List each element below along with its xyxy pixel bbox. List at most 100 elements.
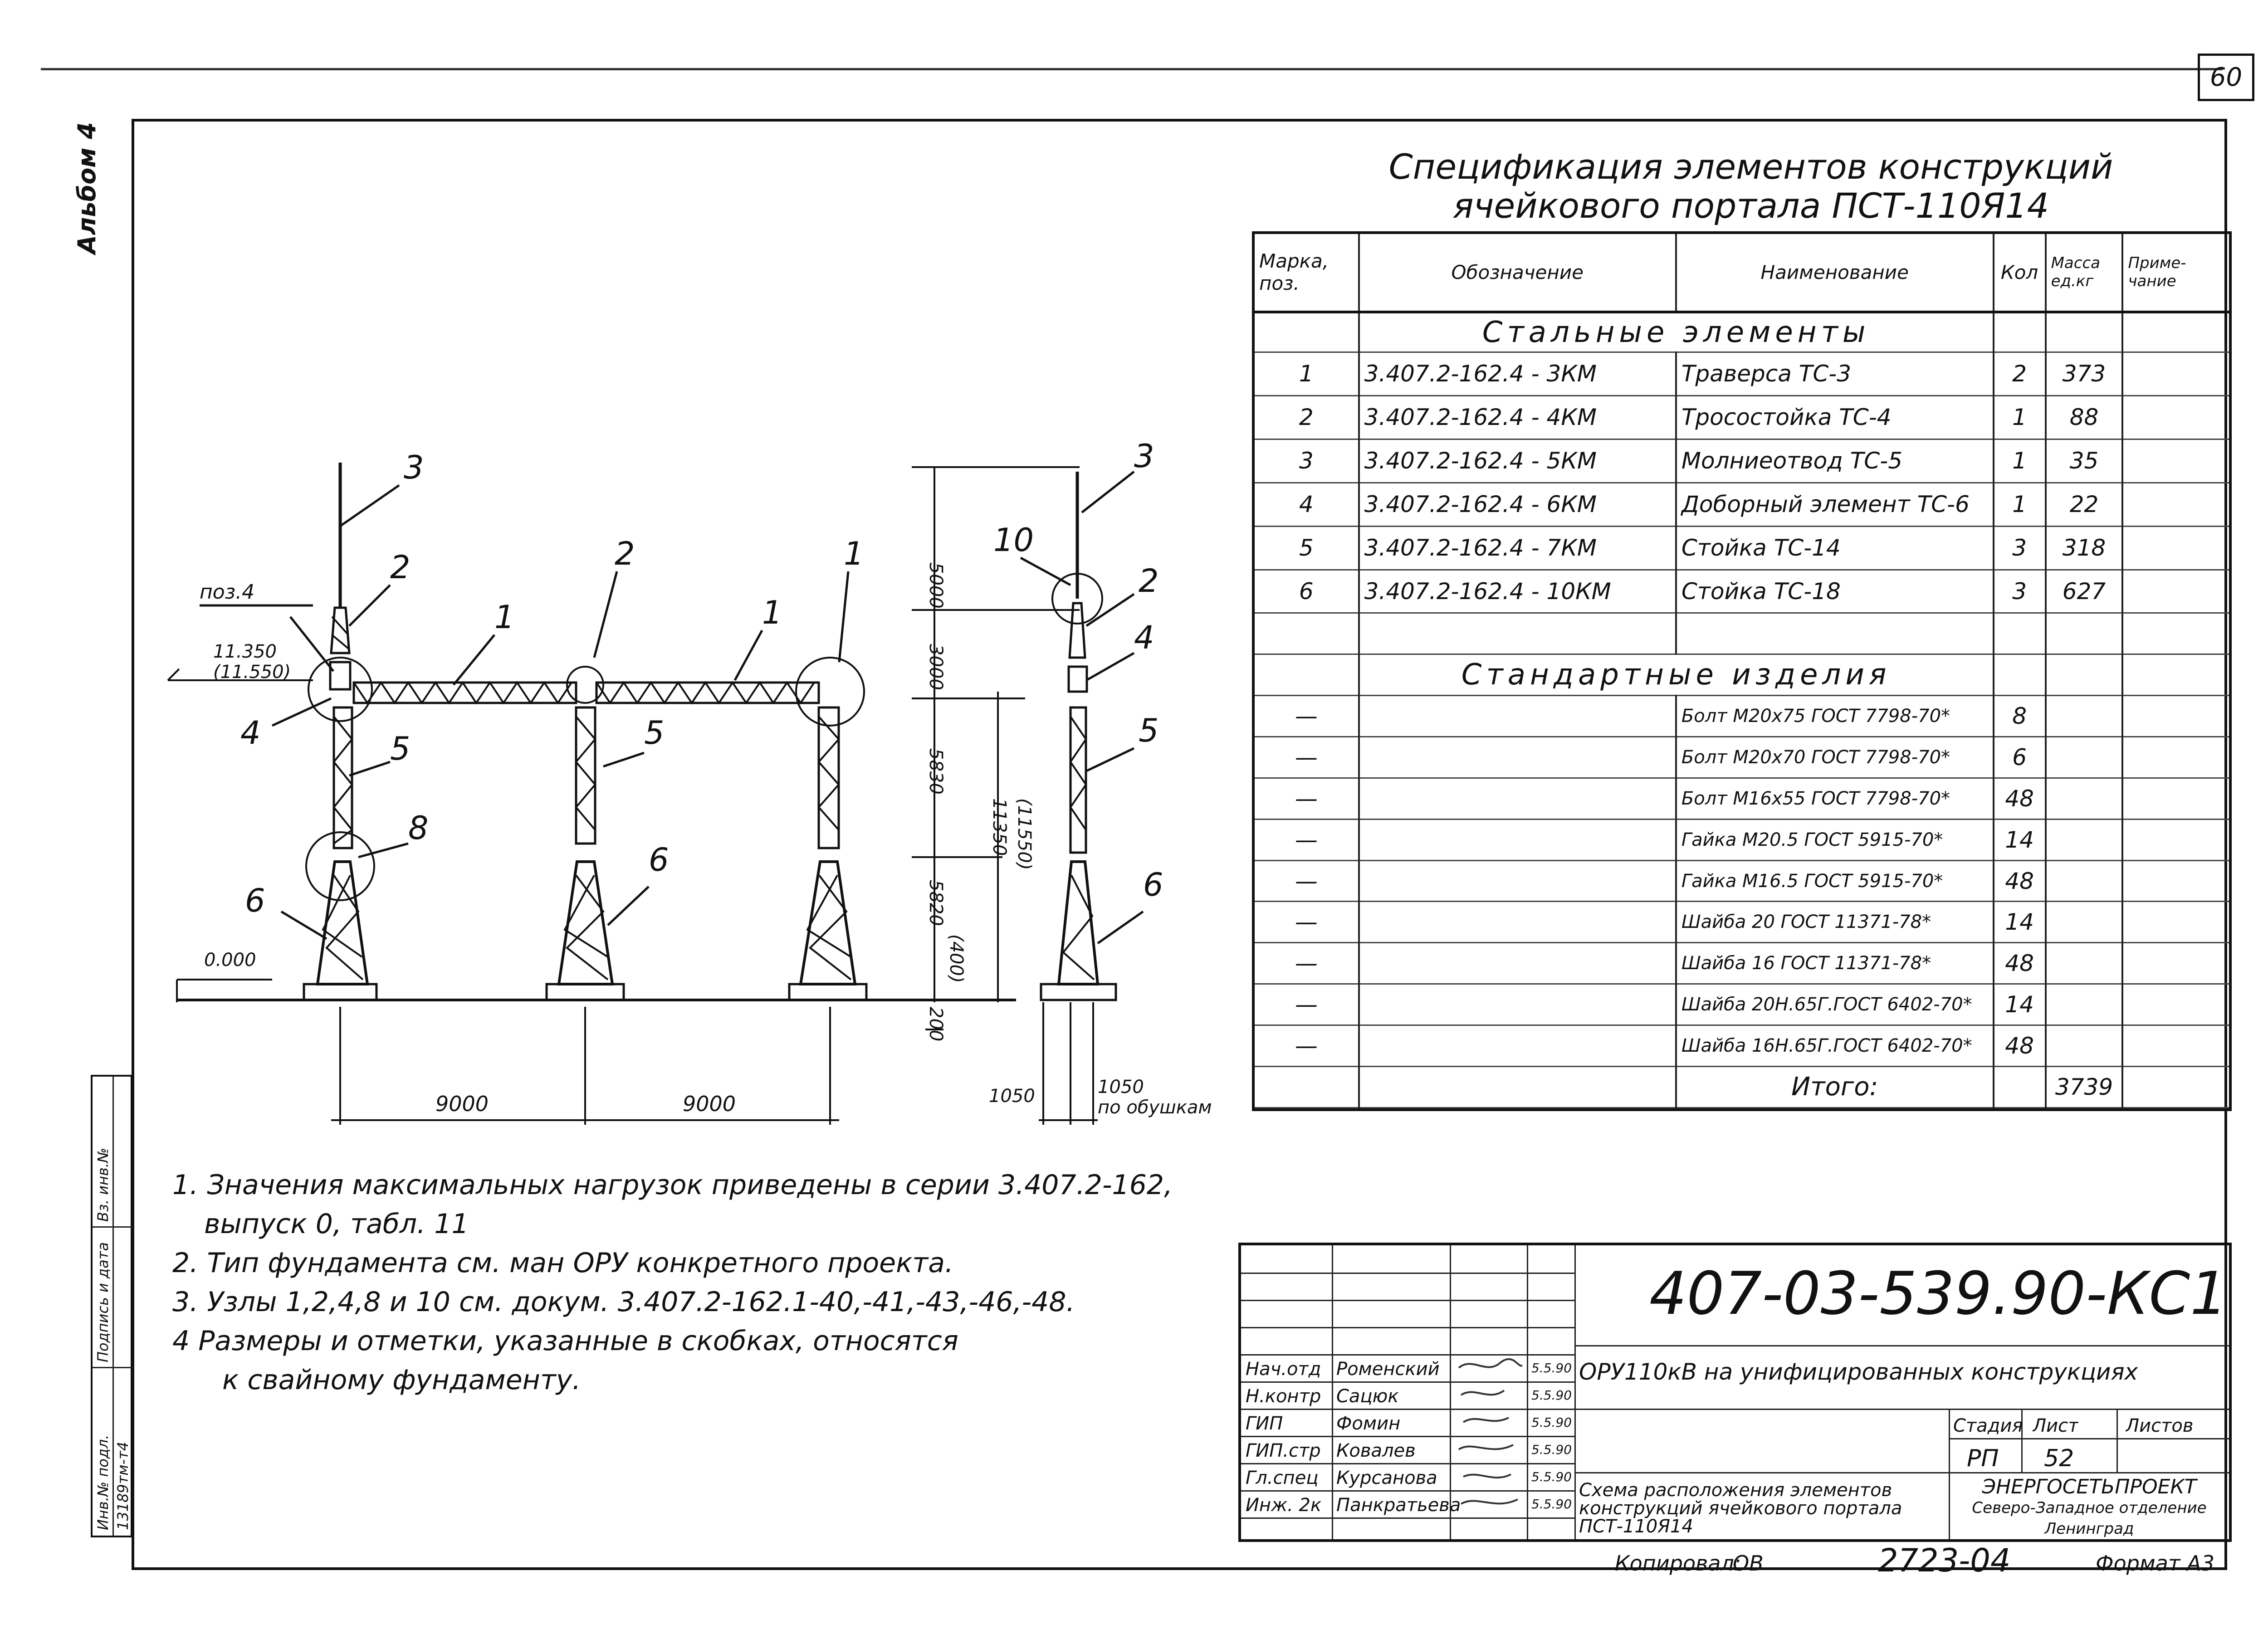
standard-row: —Болт М20х75 ГОСТ 7798-70*8 <box>1255 695 2229 737</box>
copied-signature: ОВ <box>1733 1551 1764 1575</box>
top-rule <box>41 68 2223 70</box>
doc-number: 407-03-539.90-КС1 <box>1649 1259 2228 1328</box>
header-note: Приме-чание <box>2121 234 2229 313</box>
standard-row: —Шайба 16Н.65Г.ГОСТ 6402-70*48 <box>1255 1025 2229 1067</box>
dim-5820: 5820 <box>925 880 946 926</box>
dim-9000-right: 9000 <box>683 1092 736 1116</box>
callout-2-right: 2 <box>1139 562 1159 600</box>
header-mass: Масса ед.кг <box>2044 234 2123 313</box>
staff-name: Роменский <box>1336 1359 1440 1380</box>
header-qty: Кол <box>1992 234 2046 313</box>
header-code: Обозначение <box>1358 234 1676 313</box>
standard-row: —Гайка М20.5 ГОСТ 5915-70*14 <box>1255 819 2229 861</box>
callout-2-left: 2 <box>390 549 411 586</box>
staff-name: Сацюк <box>1336 1386 1399 1407</box>
dim-5830: 5830 <box>925 748 946 795</box>
staff-date: 5.5.90 <box>1531 1442 1572 1457</box>
organization: ЭНЕРГОСЕТЬПРОЕКТ Северо-Западное отделен… <box>1953 1477 2225 1539</box>
staff-role: ГИП.стр <box>1246 1440 1321 1461</box>
org-city: Ленинград <box>2044 1520 2134 1538</box>
org-name: ЭНЕРГОСЕТЬПРОЕКТ <box>1982 1477 2197 1498</box>
standard-row: —Гайка М16.5 ГОСТ 5915-70*48 <box>1255 860 2229 902</box>
note-3: 3. Узлы 1,2,4,8 и 10 см. докум. 3.407.2-… <box>172 1286 1075 1318</box>
spec-table: Марка, поз. Обозначение Наименование Кол… <box>1252 231 2232 1111</box>
elevation-top: 11.350 <box>213 641 277 662</box>
leader-lines <box>200 471 1144 945</box>
sheet-label: Лист <box>2033 1415 2079 1436</box>
dimension-labels: 11.350 (11.550) 0.000 5000 3000 5830 582… <box>204 562 1212 1118</box>
section-steel: Стальные элементы <box>1358 312 1994 353</box>
staff-date: 5.5.90 <box>1531 1497 1572 1512</box>
project-title: ОРУ110кВ на унифицированных конструкциях <box>1579 1359 2138 1385</box>
staff-date: 5.5.90 <box>1531 1469 1572 1484</box>
portal-drawing: 3 2 4 5 8 6 1 2 5 6 1 1 3 10 2 4 5 6 поз… <box>167 438 1212 1125</box>
note-4-cont: к свайному фундаменту. <box>222 1364 581 1396</box>
sign-date-label: Подпись и дата <box>94 1242 112 1362</box>
spec-title-line2: ячейкового портала ПСТ-110Я14 <box>1452 185 2049 226</box>
spec-title-line1: Спецификация элементов конструкций <box>1388 146 2113 187</box>
format-label: Формат А3 <box>2096 1551 2214 1575</box>
sheet-value: 52 <box>2044 1445 2074 1472</box>
tower-right <box>788 706 868 1001</box>
page-number-box: 60 <box>2198 54 2254 101</box>
callout-6-mid: 6 <box>649 841 669 878</box>
total-mass: 3739 <box>2044 1066 2123 1109</box>
dim-1050-right: 1050 <box>1098 1077 1144 1097</box>
dim-400: (400) <box>946 934 967 983</box>
inv-orig-label: Инв.№ подл. <box>94 1434 112 1530</box>
dim-lugs: по обушкам <box>1098 1097 1212 1118</box>
staff-name: Курсанова <box>1336 1468 1437 1488</box>
staff-name: Ковалев <box>1336 1440 1416 1461</box>
elevation-zero: 0.000 <box>204 950 256 971</box>
signatures <box>1458 1358 1523 1505</box>
dim-11550: (11550) <box>1014 798 1035 870</box>
section-standard: Стандартные изделия <box>1358 654 1994 697</box>
callout-6-right: 6 <box>1143 866 1163 903</box>
title-block: 407-03-539.90-КС1 ОРУ110кВ на унифициров… <box>1238 1243 2232 1542</box>
staff-name: Фомин <box>1336 1413 1401 1434</box>
page-number: 60 <box>2209 63 2243 92</box>
copied-label: Копировал: <box>1615 1551 1741 1575</box>
dim-200: 200 <box>925 1007 946 1041</box>
callout-8: 8 <box>408 810 429 847</box>
drawing-title: Схема расположения элементов конструкций… <box>1579 1481 1902 1536</box>
org-branch: Северо-Западное отделение <box>1972 1499 2207 1517</box>
callout-labels: 3 2 4 5 8 6 1 2 5 6 1 1 3 10 2 4 5 6 поз… <box>200 438 1163 919</box>
callout-3-right: 3 <box>1134 438 1154 475</box>
dim-11350: 11350 <box>989 798 1010 856</box>
total-label: Итого: <box>1675 1066 1994 1109</box>
note-4: 4 Размеры и отметки, указанные в скобках… <box>172 1325 958 1357</box>
callout-5-left: 5 <box>390 730 411 767</box>
staff-date: 5.5.90 <box>1531 1361 1572 1375</box>
standard-row: —Болт М16х55 ГОСТ 7798-70*48 <box>1255 778 2229 820</box>
spec-title: Спецификация элементов конструкций ячейк… <box>1343 147 2159 225</box>
inv-orig-value: 13189тм-т4 <box>114 1441 132 1530</box>
callout-5-mid: 5 <box>644 714 665 751</box>
footer: Копировал: ОВ 2723-04 Формат А3 <box>1615 1542 2250 1583</box>
standard-row: —Шайба 16 ГОСТ 11371-78*48 <box>1255 942 2229 985</box>
standard-row: —Шайба 20Н.65Г.ГОСТ 6402-70*14 <box>1255 984 2229 1026</box>
staff-role: Гл.спец <box>1246 1468 1319 1488</box>
elevation-top-pile: (11.550) <box>213 662 291 683</box>
notes: 1. Значения максимальных нагрузок привед… <box>172 1166 1225 1400</box>
staff-role: Н.контр <box>1246 1386 1321 1407</box>
dim-5000: 5000 <box>925 562 946 609</box>
archive-number: 2723-04 <box>1878 1542 2011 1579</box>
callout-1-left: 1 <box>494 599 515 636</box>
tower-left <box>303 463 378 1001</box>
callout-1-right: 1 <box>844 535 864 572</box>
staff-role: Нач.отд <box>1246 1359 1321 1380</box>
beams <box>352 681 820 705</box>
note-1-cont: выпуск 0, табл. 11 <box>204 1208 469 1240</box>
callout-1-mid: 1 <box>762 594 782 631</box>
callout-4-right: 4 <box>1134 619 1154 656</box>
left-margin-stamp: Вз. инв.№ Подпись и дата Инв.№ подл. 131… <box>91 1075 132 1537</box>
staff-date: 5.5.90 <box>1531 1415 1572 1430</box>
callout-2-mid: 2 <box>615 535 635 572</box>
stage-label: Стадия <box>1953 1415 2023 1436</box>
